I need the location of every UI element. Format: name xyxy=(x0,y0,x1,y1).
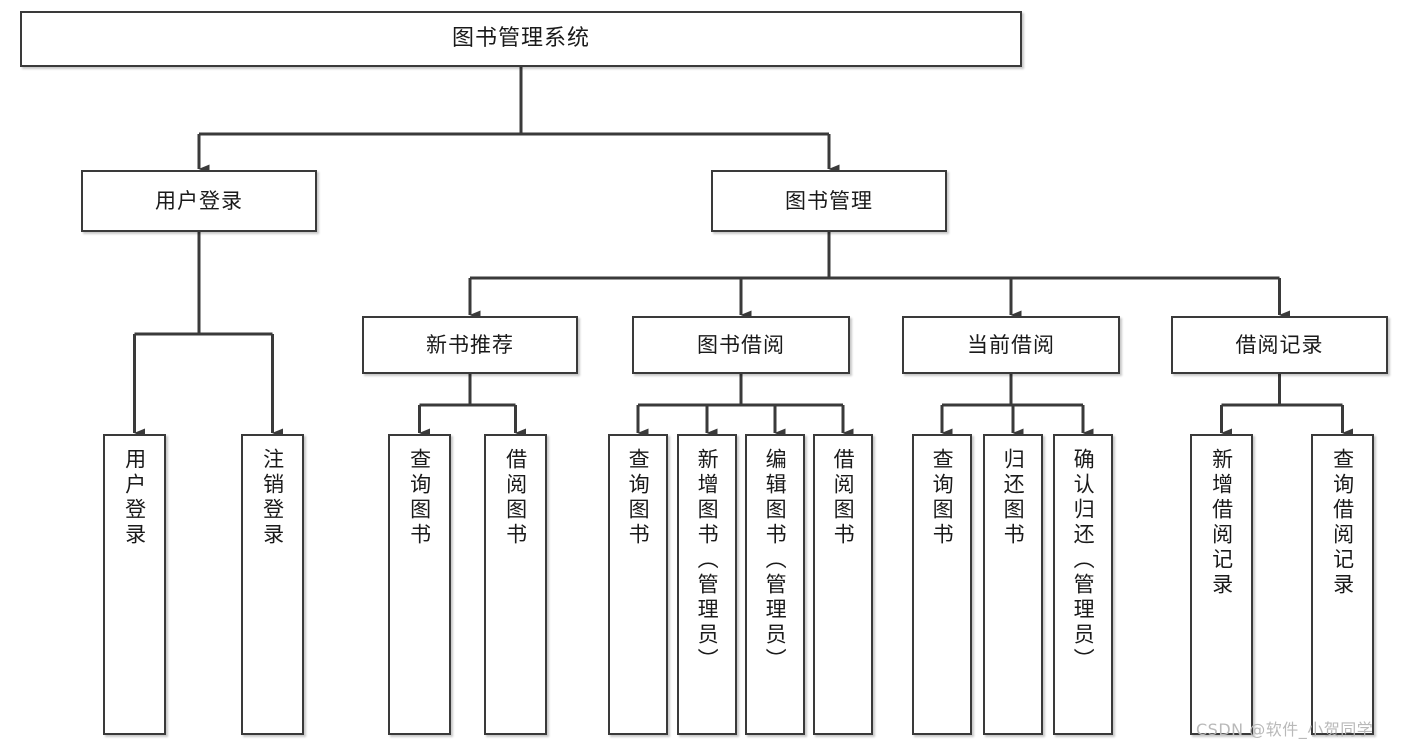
node-user-login[interactable]: 用户登录 xyxy=(81,170,317,232)
node-label: 查询图书 xyxy=(930,448,955,548)
node-leaf-rec-query[interactable]: 查询图书 xyxy=(388,434,451,735)
node-label: 归还图书 xyxy=(1001,448,1026,548)
node-label: 新增借阅记录 xyxy=(1209,448,1234,598)
node-leaf-borrow-edit[interactable]: 编辑图书（管理员） xyxy=(745,434,805,735)
node-label: 新书推荐 xyxy=(426,332,514,357)
node-leaf-cur-return[interactable]: 归还图书 xyxy=(983,434,1043,735)
node-label: 查询图书 xyxy=(407,448,432,548)
node-leaf-borrow-add[interactable]: 新增图书（管理员） xyxy=(677,434,737,735)
node-leaf-rec-query2[interactable]: 查询借阅记录 xyxy=(1311,434,1374,735)
node-book-borrow[interactable]: 图书借阅 xyxy=(632,316,850,374)
node-leaf-borrow-lend[interactable]: 借阅图书 xyxy=(813,434,873,735)
node-leaf-rec-add[interactable]: 新增借阅记录 xyxy=(1190,434,1253,735)
node-label: 当前借阅 xyxy=(967,332,1055,357)
node-leaf-user-logout[interactable]: 注销登录 xyxy=(241,434,304,735)
node-label: 借阅记录 xyxy=(1235,332,1324,357)
node-label: 查询图书 xyxy=(626,448,651,548)
node-leaf-cur-query[interactable]: 查询图书 xyxy=(912,434,972,735)
node-label: 图书管理系统 xyxy=(451,26,590,52)
node-label: 图书管理 xyxy=(785,188,873,213)
node-label: 借阅图书 xyxy=(831,448,856,548)
node-root[interactable]: 图书管理系统 xyxy=(20,11,1022,67)
node-leaf-rec-borrow[interactable]: 借阅图书 xyxy=(484,434,547,735)
node-label: 用户登录 xyxy=(155,188,243,213)
node-borrow-record[interactable]: 借阅记录 xyxy=(1171,316,1388,374)
node-label: 查询借阅记录 xyxy=(1330,448,1355,598)
node-label: 编辑图书（管理员） xyxy=(763,448,788,673)
node-label: 确认归还（管理员） xyxy=(1071,448,1096,673)
node-label: 新增图书（管理员） xyxy=(695,448,720,673)
node-label: 用户登录 xyxy=(122,448,147,548)
node-book-manage[interactable]: 图书管理 xyxy=(711,170,947,232)
node-leaf-borrow-query[interactable]: 查询图书 xyxy=(608,434,668,735)
node-leaf-user-login[interactable]: 用户登录 xyxy=(103,434,166,735)
node-new-book-rec[interactable]: 新书推荐 xyxy=(362,316,578,374)
node-leaf-cur-confirm[interactable]: 确认归还（管理员） xyxy=(1053,434,1113,735)
node-label: 借阅图书 xyxy=(503,448,528,548)
node-current-borrow[interactable]: 当前借阅 xyxy=(902,316,1120,374)
node-label: 注销登录 xyxy=(260,448,285,548)
node-label: 图书借阅 xyxy=(697,332,785,357)
